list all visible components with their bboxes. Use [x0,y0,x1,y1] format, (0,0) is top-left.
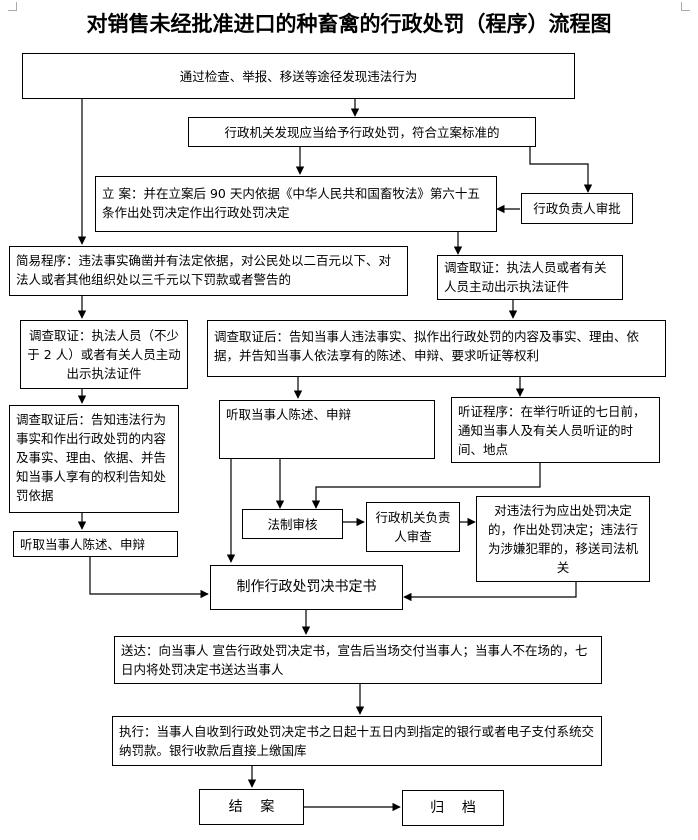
node-hearing-procedure: 听证程序：在举行听证的七日前，通知当事人及有关人员听证的时间、地点 [451,397,660,463]
node-agency-finds: 行政机关发现应当给予行政处罚，符合立案标准的 [188,117,536,147]
node-make-decision: 制作行政处罚决书定书 [210,565,403,610]
node-decision-or-transfer: 对违法行为应出处罚决定的，作出处罚决定；违法行为涉嫌犯罪的，移送司法机关 [476,496,650,582]
corner-mark-top-right [681,2,690,11]
node-officer-approval: 行政负责人审批 [521,193,633,224]
arrow-hearing-to-legal [311,463,541,509]
node-investigation-right: 调查取证：执法人员或者有关人员主动出示执法证件 [437,255,623,300]
node-investigation-left: 调查取证：执法人员（不少于 2 人）或者有关人员主动出示执法证件 [20,320,188,389]
node-agency-head-review: 行政机关负责人审查 [366,502,460,552]
node-after-investigation-left: 调查取证后：告知违法行为事实和作出行政处罚的内容及事实、理由、依据、并告知当事人… [9,405,179,513]
node-legal-review: 法制审核 [242,509,343,539]
node-discover: 通过检查、举报、移送等途径发现违法行为 [22,53,575,99]
node-archive: 归 档 [402,790,504,826]
corner-mark-top-left [8,2,17,11]
page-title: 对销售未经批准进口的种畜禽的行政处罚（程序）流程图 [86,12,612,36]
node-delivery: 送达：向当事人 宣告行政处罚决定书，宣告后当场交付当事人；当事人不在场的，七日内… [114,636,602,684]
node-hear-statement-mid: 听取当事人陈述、申辩 [219,400,435,459]
arrow-decision-to-make [403,582,577,602]
node-simple-procedure: 简易程序：违法事实确凿并有法定依据，对公民处以二百元以下、对法人或者其他组织处以… [9,246,408,296]
node-execution: 执行：当事人自收到行政处罚决定书之日起十五日内到指定的银行或者电子支付系统交纳罚… [112,716,602,766]
arrow-agency-to-approval [529,147,593,193]
node-filing: 立 案：并在立案后 90 天内依据《中华人民共和国畜牧法》第六十五条作出处罚决定… [95,176,497,232]
node-hear-statement-left: 听取当事人陈述、申辩 [13,531,178,557]
arrow-hear-left-to-make [89,557,209,599]
node-after-investigation-right: 调查取证后：告知当事人违法事实、拟作出行政处罚的内容及事实、理由、依据，并告知当… [207,320,666,377]
node-close-case: 结 案 [199,789,304,825]
